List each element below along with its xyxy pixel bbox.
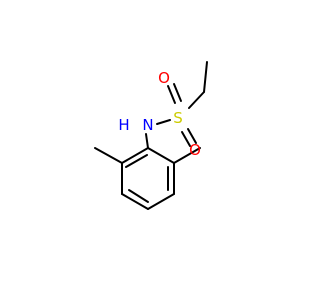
bond-methyl-right [173, 147, 201, 164]
bond-s-n [156, 119, 171, 125]
ring-bond-c1-c2 [121, 147, 149, 164]
bond-s-o-bottom-b [187, 128, 197, 144]
atom-nitrogen-label: N [142, 116, 153, 134]
ring-bond-c3-c4 [121, 193, 149, 210]
atom-oxygen-bottom-label: O [189, 141, 201, 159]
ring-bond-c4-c5 [147, 193, 175, 210]
ring-bond-c6-c1 [147, 147, 175, 164]
bond-ethyl-ch2-s [188, 91, 205, 109]
bond-s-o-top-a [167, 85, 176, 104]
ring-double-inner-2 [128, 189, 149, 203]
atom-oxygen-top-label: O [158, 69, 170, 87]
bond-methyl-left [94, 147, 123, 164]
structure-diagram: H N S O O [94, 61, 208, 210]
atom-hydrogen-label: H [118, 116, 129, 134]
atom-sulfur-label: S [173, 109, 183, 127]
bond-s-o-bottom-a [181, 131, 191, 147]
bond-ethyl-ch3-ch2 [203, 61, 208, 93]
bond-n-ring [145, 133, 149, 149]
bond-s-o-top-b [173, 83, 182, 102]
ring-double-inner-1 [125, 154, 148, 168]
